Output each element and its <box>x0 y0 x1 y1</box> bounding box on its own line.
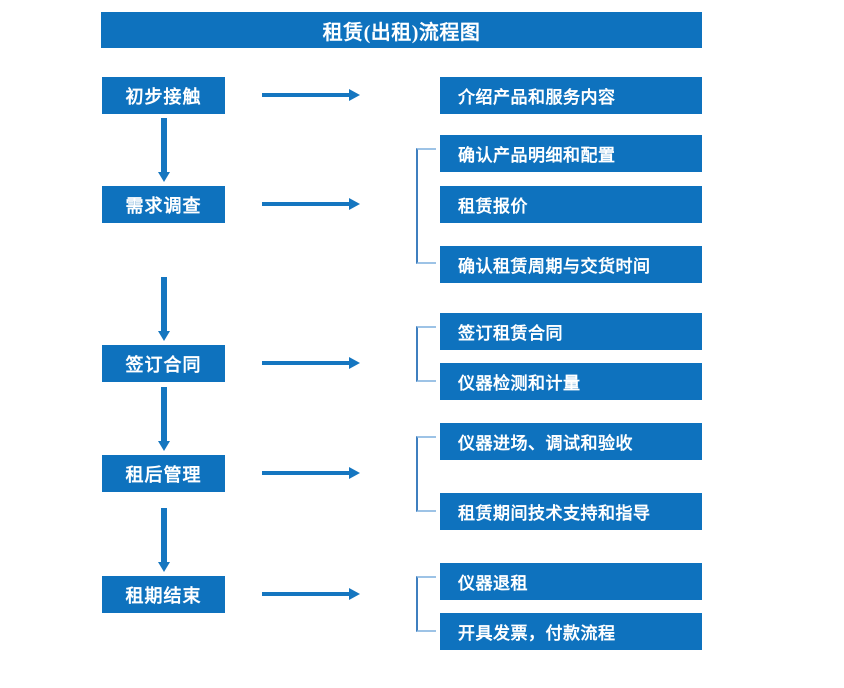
detail-box-querenzhouqi[interactable]: 确认租赁周期与交货时间 <box>440 246 702 283</box>
stage-box-zuqijieshu[interactable]: 租期结束 <box>102 576 225 613</box>
group-bracket-zuhouguanli <box>416 436 436 512</box>
vertical-arrow-3 <box>158 387 170 451</box>
horizontal-arrow-3 <box>262 357 360 369</box>
group-bracket-qiandinghetong <box>416 326 436 382</box>
detail-box-yiqijinchang[interactable]: 仪器进场、调试和验收 <box>440 423 702 460</box>
detail-box-zulinbaojia[interactable]: 租赁报价 <box>440 186 702 223</box>
stage-box-zuhouguanli[interactable]: 租后管理 <box>102 455 225 492</box>
horizontal-arrow-2 <box>262 198 360 210</box>
detail-box-querenchanpin[interactable]: 确认产品明细和配置 <box>440 135 702 172</box>
stage-box-xuqiudiaocha[interactable]: 需求调查 <box>102 186 225 223</box>
page-title: 租赁(出租)流程图 <box>101 12 702 48</box>
stage-box-qiandinghetong[interactable]: 签订合同 <box>102 345 225 382</box>
stage-box-chubujiechu[interactable]: 初步接触 <box>102 77 225 114</box>
group-bracket-zuqijieshu <box>416 576 436 632</box>
group-bracket-xuqiudiaocha <box>416 148 436 264</box>
detail-box-yiqijiance[interactable]: 仪器检测和计量 <box>440 363 702 400</box>
detail-box-qiandingzulin[interactable]: 签订租赁合同 <box>440 313 702 350</box>
vertical-arrow-4 <box>158 508 170 572</box>
vertical-arrow-2 <box>158 277 170 341</box>
detail-box-jieshaochanpin[interactable]: 介绍产品和服务内容 <box>440 77 702 114</box>
horizontal-arrow-4 <box>262 467 360 479</box>
vertical-arrow-1 <box>158 118 170 182</box>
horizontal-arrow-5 <box>262 588 360 600</box>
horizontal-arrow-1 <box>262 89 360 101</box>
detail-box-jishuzhichi[interactable]: 租赁期间技术支持和指导 <box>440 493 702 530</box>
detail-box-kaijufapiao[interactable]: 开具发票，付款流程 <box>440 613 702 650</box>
detail-box-yiqituizu[interactable]: 仪器退租 <box>440 563 702 600</box>
